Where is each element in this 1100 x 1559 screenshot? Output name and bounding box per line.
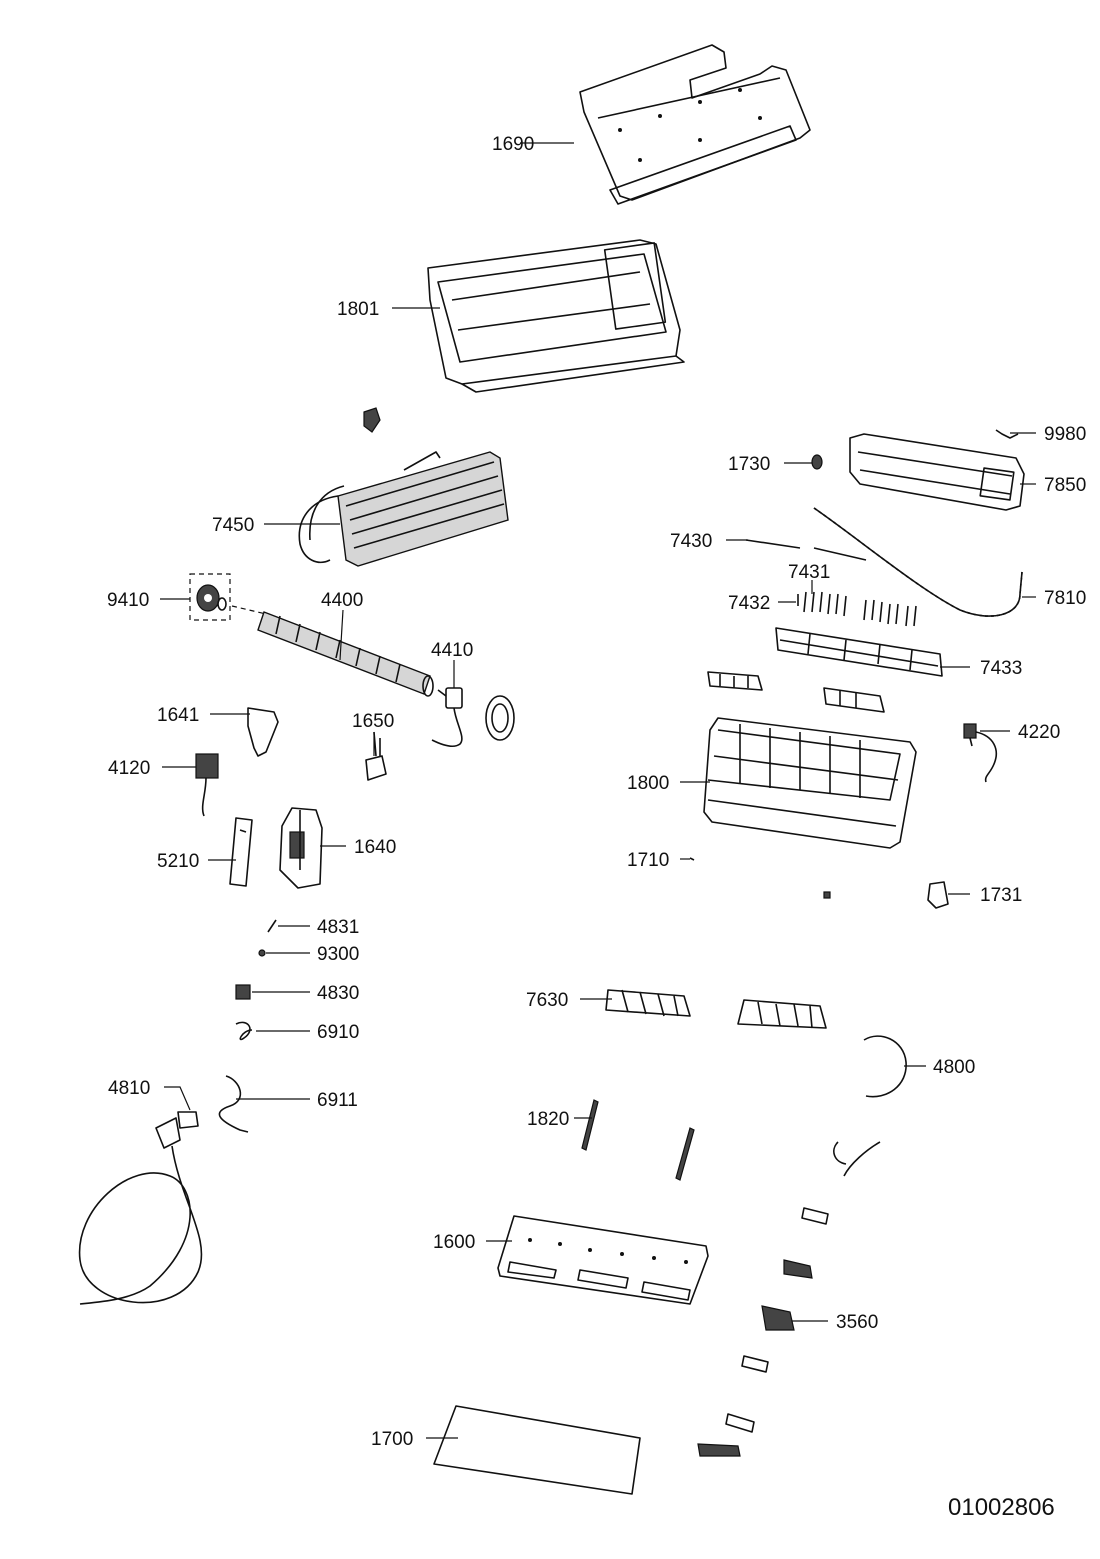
bottom-panel-1600 bbox=[497, 1215, 709, 1305]
label-1820: 1820 bbox=[527, 1109, 569, 1130]
label-7430: 7430 bbox=[670, 531, 712, 552]
fan-motor-9410 bbox=[189, 573, 267, 621]
label-3560: 3560 bbox=[836, 1312, 878, 1333]
connector-4120 bbox=[195, 753, 219, 817]
label-1690: 1690 bbox=[492, 134, 534, 155]
document-id: 01002806 bbox=[948, 1494, 1055, 1521]
label-7630: 7630 bbox=[526, 990, 568, 1011]
cross-flow-fan-4400 bbox=[257, 611, 434, 697]
grille-7630 bbox=[605, 989, 827, 1029]
pcb-5210 bbox=[229, 817, 253, 887]
rod-7430 bbox=[745, 539, 867, 561]
connector-4830 bbox=[235, 984, 251, 1000]
leader-lines bbox=[160, 142, 1036, 1439]
front-housing-1800 bbox=[703, 717, 917, 849]
brackets-1820 bbox=[581, 1099, 695, 1181]
label-1650: 1650 bbox=[352, 711, 394, 732]
bracket-1641 bbox=[247, 707, 279, 757]
label-4810: 4810 bbox=[108, 1078, 150, 1099]
terminal-1650 bbox=[365, 731, 387, 781]
plug-part bbox=[823, 891, 831, 899]
label-1710: 1710 bbox=[627, 850, 669, 871]
label-1800: 1800 bbox=[627, 773, 669, 794]
label-7432: 7432 bbox=[728, 593, 770, 614]
label-6911: 6911 bbox=[317, 1090, 358, 1111]
label-7850: 7850 bbox=[1044, 475, 1086, 496]
sensor-4831 bbox=[267, 919, 277, 933]
clip-part bbox=[363, 407, 381, 433]
label-1730: 1730 bbox=[728, 454, 770, 475]
wire-4800 bbox=[863, 1035, 907, 1098]
bearing-ring bbox=[485, 695, 515, 741]
label-6910: 6910 bbox=[317, 1022, 359, 1043]
cover-panel-1700 bbox=[433, 1405, 641, 1495]
label-4830: 4830 bbox=[317, 983, 359, 1004]
label-1700: 1700 bbox=[371, 1429, 413, 1450]
power-cord-4810 bbox=[78, 1111, 203, 1305]
label-5210: 5210 bbox=[157, 851, 199, 872]
label-1641: 1641 bbox=[157, 705, 199, 726]
fan-motor-4410 bbox=[431, 687, 463, 747]
filter-pieces bbox=[707, 671, 885, 713]
label-7810: 7810 bbox=[1044, 588, 1086, 609]
label-1731: 1731 bbox=[980, 885, 1022, 906]
label-9300: 9300 bbox=[317, 944, 359, 965]
label-4120: 4120 bbox=[108, 758, 150, 779]
louver-support-7433 bbox=[775, 627, 943, 677]
label-1640: 1640 bbox=[354, 837, 396, 858]
label-4831: 4831 bbox=[317, 917, 359, 938]
display-components-3560 bbox=[697, 1207, 829, 1457]
wire-6911 bbox=[218, 1075, 249, 1133]
label-7431: 7431 bbox=[788, 562, 830, 583]
label-9980: 9980 bbox=[1044, 424, 1086, 445]
label-1600: 1600 bbox=[433, 1232, 475, 1253]
evaporator-7450 bbox=[298, 451, 509, 567]
mounting-plate-1690 bbox=[579, 44, 811, 205]
wire-6910 bbox=[235, 1021, 253, 1041]
label-7433: 7433 bbox=[980, 658, 1022, 679]
cap-1730 bbox=[811, 454, 823, 470]
screw-9300 bbox=[258, 949, 266, 957]
sensor-4220 bbox=[963, 723, 998, 783]
label-4220: 4220 bbox=[1018, 722, 1060, 743]
wire-hook bbox=[833, 1141, 881, 1177]
electrical-box-1640 bbox=[279, 807, 323, 889]
front-frame-7850 bbox=[849, 433, 1025, 511]
chassis-frame-1801 bbox=[427, 239, 685, 393]
screw-1710 bbox=[689, 857, 695, 861]
part-labels: 1690 1801 9980 1730 7850 7450 7430 7431 … bbox=[107, 134, 1086, 1450]
cover-1731 bbox=[927, 881, 949, 909]
label-4410: 4410 bbox=[431, 640, 473, 661]
label-7450: 7450 bbox=[212, 515, 254, 536]
label-9410: 9410 bbox=[107, 590, 149, 611]
label-4400: 4400 bbox=[321, 590, 363, 611]
screw-9980 bbox=[995, 429, 1019, 439]
label-1801: 1801 bbox=[337, 299, 379, 320]
louvers-7431 bbox=[797, 591, 917, 627]
label-4800: 4800 bbox=[933, 1057, 975, 1078]
